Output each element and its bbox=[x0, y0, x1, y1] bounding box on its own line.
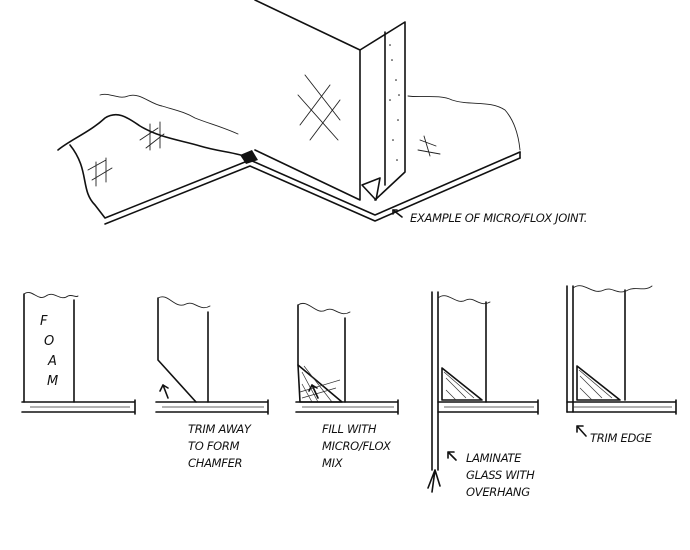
vertical-panel-glass-hatch bbox=[297, 74, 341, 141]
base-panel-front-edge bbox=[69, 144, 521, 219]
foam-letter-f: F bbox=[40, 314, 48, 329]
chamfer-arrow bbox=[159, 384, 169, 399]
step4-line2: GLASS WITH bbox=[466, 468, 535, 482]
base-panel-back-wavy-edge-right bbox=[407, 95, 521, 151]
foam-letter-a: A bbox=[47, 354, 57, 369]
fill-fillet-hatch bbox=[299, 365, 341, 403]
step-trim-edge: TRIM EDGE bbox=[566, 285, 677, 445]
step3-line3: MIX bbox=[322, 456, 344, 470]
step-laminate-glass: LAMINATE GLASS WITH OVERHANG bbox=[427, 291, 539, 499]
foam-base-panel bbox=[21, 399, 136, 415]
laminate-base-panel bbox=[437, 399, 539, 415]
top-caption: EXAMPLE OF MICRO/FLOX JOINT. bbox=[410, 211, 587, 225]
trim-fillet-hatch bbox=[578, 369, 613, 401]
base-panel-bottom-edge bbox=[104, 157, 521, 225]
joint-fillet-left bbox=[240, 150, 258, 164]
fill-wavy-top bbox=[297, 303, 351, 315]
edge-stipple bbox=[389, 44, 400, 161]
caption-arrow-head bbox=[392, 209, 398, 215]
glass-hatch-left-2 bbox=[87, 157, 113, 187]
glass-hatch-left bbox=[139, 121, 165, 151]
step2-line3: CHAMFER bbox=[188, 456, 242, 470]
trim-vertical-glass bbox=[566, 285, 574, 413]
step-foam: F O A M bbox=[21, 292, 136, 415]
chamfer-base-panel bbox=[155, 399, 269, 415]
step2-line1: TRIM AWAY bbox=[188, 422, 252, 436]
laminate-fillet bbox=[441, 367, 483, 401]
trim-base-panel bbox=[566, 399, 677, 415]
chamfer-wavy-top bbox=[157, 296, 211, 309]
caption-arrow bbox=[392, 209, 403, 218]
laminate-arrow bbox=[447, 451, 457, 461]
joint-fillet bbox=[361, 177, 381, 201]
fill-arrow bbox=[308, 384, 319, 399]
base-panel-left-surface bbox=[57, 113, 251, 159]
trim-arrow bbox=[576, 425, 587, 437]
step-fill-micro-flox: FILL WITH MICRO/FLOX MIX bbox=[295, 303, 399, 470]
vertical-panel-edge bbox=[359, 21, 406, 201]
laminate-vertical-glass bbox=[431, 291, 439, 471]
step3-line1: FILL WITH bbox=[322, 422, 377, 436]
perspective-joint-illustration: EXAMPLE OF MICRO/FLOX JOINT. bbox=[57, 0, 587, 225]
base-panel-back-wavy-edge-left bbox=[99, 93, 239, 135]
step4-line3: OVERHANG bbox=[466, 485, 530, 499]
vertical-panel-face bbox=[254, 0, 361, 201]
glass-hatch-right bbox=[417, 135, 441, 157]
foam-letter-m: M bbox=[47, 374, 58, 389]
fill-base-panel bbox=[295, 399, 399, 415]
chamfer-foam-edge bbox=[157, 297, 197, 403]
laminate-overhang-fibers bbox=[427, 469, 441, 493]
trim-wavy-top bbox=[572, 285, 653, 293]
fill-fillet-outline bbox=[297, 364, 343, 403]
laminate-fillet-hatch bbox=[443, 371, 475, 401]
step4-line1: LAMINATE bbox=[466, 451, 522, 465]
foam-letter-o: O bbox=[44, 334, 54, 349]
step2-line2: TO FORM bbox=[188, 439, 240, 453]
step3-line2: MICRO/FLOX bbox=[322, 439, 392, 453]
laminate-wavy-top bbox=[437, 295, 491, 305]
trim-fillet bbox=[576, 365, 621, 401]
foam-wavy-top bbox=[23, 292, 79, 299]
step-trim-chamfer: TRIM AWAY TO FORM CHAMFER bbox=[155, 296, 269, 470]
step5-label: TRIM EDGE bbox=[590, 431, 653, 445]
